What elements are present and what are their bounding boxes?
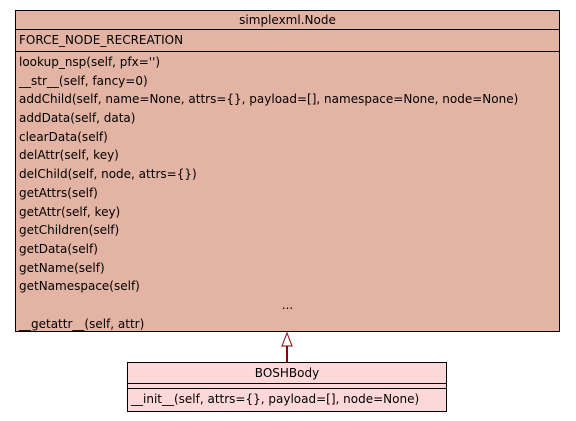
- method-item: __init__(self, attrs={}, payload=[], nod…: [131, 392, 420, 406]
- method-item: addData(self, data): [19, 111, 136, 126]
- attributes-compartment: FORCE_NODE_RECREATION: [16, 29, 559, 51]
- method-item: delAttr(self, key): [19, 148, 119, 163]
- methods-compartment: lookup_nsp(self, pfx='') __str__(self, f…: [16, 51, 559, 333]
- method-item: getAttr(self, key): [19, 204, 121, 219]
- methods-compartment: __init__(self, attrs={}, payload=[], nod…: [128, 388, 446, 409]
- class-name: simplexml.Node: [239, 13, 336, 27]
- method-item: getNamespace(self): [19, 279, 140, 294]
- method-item: getChildren(self): [19, 223, 120, 238]
- inheritance-arrowhead: [281, 331, 293, 347]
- attributes-compartment: [128, 383, 446, 388]
- method-item: getAttrs(self): [19, 185, 98, 200]
- method-item: getName(self): [19, 260, 105, 275]
- attribute-item: FORCE_NODE_RECREATION: [19, 33, 184, 47]
- method-item: getData(self): [19, 241, 98, 256]
- method-item: __getattr__(self, attr): [19, 316, 145, 331]
- method-item: delChild(self, node, attrs={}): [19, 167, 197, 182]
- class-name: BOSHBody: [254, 366, 320, 380]
- class-box-simplexml-node[interactable]: simplexml.Node FORCE_NODE_RECREATION loo…: [15, 10, 560, 332]
- method-item: clearData(self): [19, 129, 108, 144]
- method-ellipsis: ...: [281, 297, 294, 312]
- class-box-boshbody[interactable]: BOSHBody __init__(self, attrs={}, payloa…: [127, 362, 447, 412]
- method-item: addChild(self, name=None, attrs={}, payl…: [19, 92, 519, 107]
- method-item: __str__(self, fancy=0): [19, 73, 148, 88]
- method-item: lookup_nsp(self, pfx=''): [19, 55, 161, 69]
